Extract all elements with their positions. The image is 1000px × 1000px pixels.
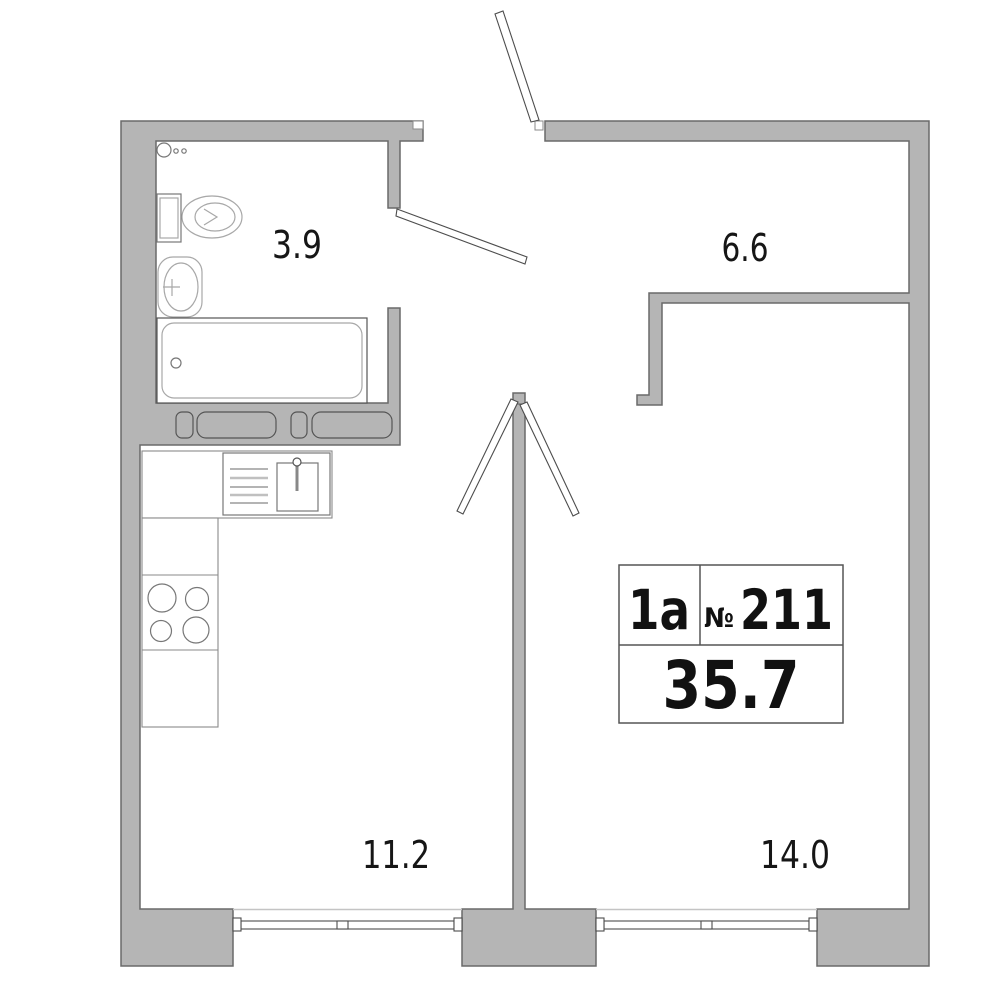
entrance-door-leaf [494, 10, 540, 123]
window-mullion [336, 920, 349, 930]
vent-duct [311, 411, 393, 439]
entrance-door-frame [412, 120, 424, 130]
room-area-label-living-room: 14.0 [760, 833, 830, 877]
walls [120, 120, 930, 967]
kitchen-window [232, 917, 463, 932]
vent-duct [290, 411, 308, 439]
living-room-door-leaf [519, 401, 580, 517]
room-area-label-kitchen: 11.2 [362, 833, 430, 877]
window-jamb [232, 917, 242, 932]
bathroom-door-leaf [395, 208, 528, 265]
room-area-label-hallway: 6.6 [722, 226, 769, 270]
apartment-number: 211 [740, 578, 833, 642]
stove [147, 583, 210, 644]
window-jamb [453, 917, 463, 932]
apartment-total-area: 35.7 [663, 647, 800, 724]
bathroom-fixtures [156, 142, 368, 404]
kitchen-sink [222, 452, 331, 516]
toilet [156, 193, 243, 243]
wall-partition-kitchen-living [461, 392, 597, 967]
vent-duct [196, 411, 277, 439]
entrance-door-frame [534, 120, 544, 131]
kitchen-door-leaf [456, 398, 519, 515]
wall-right-hallway [544, 120, 930, 967]
info-box: 1a № 211 35.7 [618, 564, 844, 724]
vent-ducts [175, 411, 393, 439]
room-labels: 3.9 6.6 11.2 14.0 [272, 223, 830, 877]
window-mullion [700, 920, 713, 930]
bathtub [156, 317, 368, 404]
doors [395, 10, 580, 517]
ceiling-light-icon [156, 142, 187, 158]
window-jamb [595, 917, 605, 932]
faucet-icon [292, 457, 302, 467]
window-jamb [808, 917, 818, 932]
room-area-label-bathroom: 3.9 [272, 223, 322, 267]
vent-duct [175, 411, 194, 439]
info-box-border [618, 564, 844, 724]
windows [232, 908, 818, 932]
living-room-window [595, 917, 818, 932]
kitchen-counter [141, 450, 333, 728]
wash-basin [157, 256, 203, 318]
kitchen-fixtures [141, 450, 333, 728]
apartment-number-symbol: № [704, 603, 734, 634]
apartment-type-label: 1a [628, 578, 690, 642]
